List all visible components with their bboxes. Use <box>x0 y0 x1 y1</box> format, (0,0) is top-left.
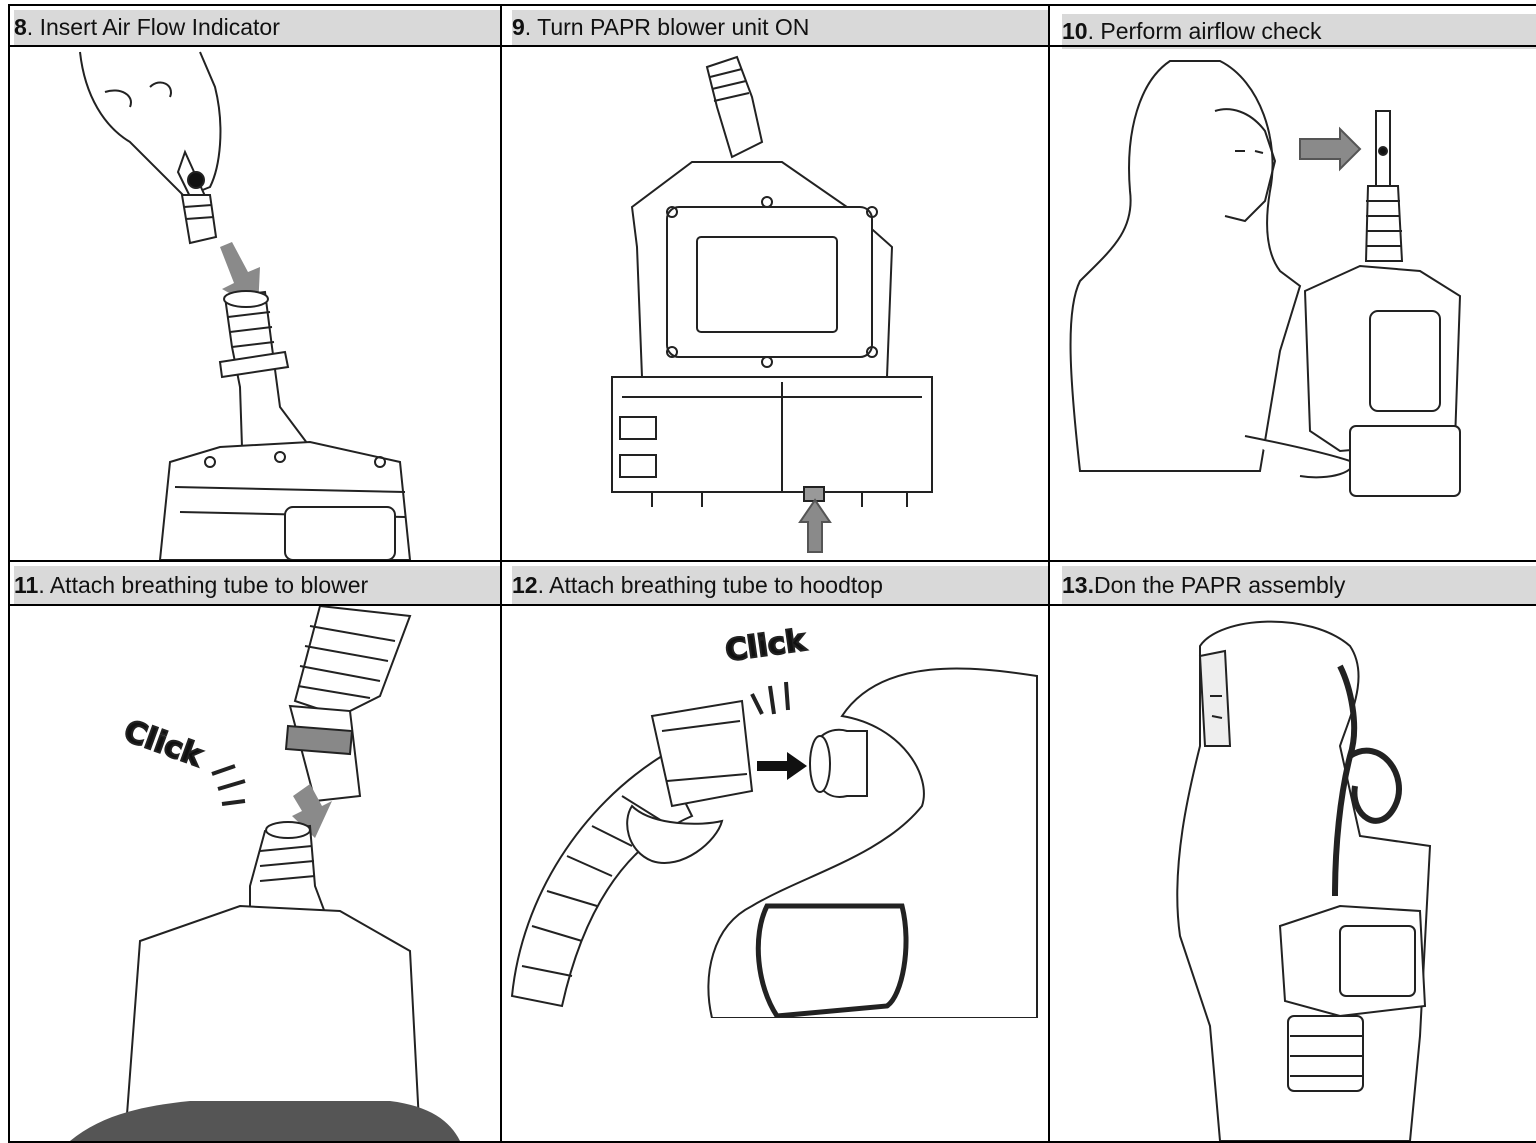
step-label: Don the PAPR assembly <box>1094 572 1345 599</box>
click-lines-icon <box>752 682 788 714</box>
step-number: 10 <box>1062 18 1088 45</box>
grid-line <box>8 560 1536 562</box>
step-13-illustration <box>1050 606 1536 1141</box>
hood-face-shield <box>758 906 906 1016</box>
step-11-header: 11. Attach breathing tube to blower <box>14 566 500 604</box>
battery-unit <box>612 377 932 492</box>
step-number: 12 <box>512 572 538 599</box>
step-8-header: 8. Insert Air Flow Indicator <box>14 10 500 45</box>
step-12-header: 12. Attach breathing tube to hoodtop <box>512 566 1048 604</box>
step-9-header: 9. Turn PAPR blower unit ON <box>512 10 1048 45</box>
step-label: . Insert Air Flow Indicator <box>27 14 280 41</box>
right-arrow-icon <box>1300 129 1360 169</box>
indicator-ball-icon <box>188 172 204 188</box>
person-illustration <box>1071 61 1300 471</box>
blower-neck <box>707 57 762 157</box>
click-label: Click <box>119 714 207 775</box>
breathing-tube <box>295 606 410 716</box>
up-arrow-icon <box>800 500 830 552</box>
step-label: . Turn PAPR blower unit ON <box>525 14 810 41</box>
step-9-illustration <box>502 47 1048 560</box>
step-label: . Attach breathing tube to blower <box>38 572 368 599</box>
step-number: 11 <box>14 572 38 599</box>
grid-line <box>8 4 1536 6</box>
step-number: 8 <box>14 14 27 41</box>
step-13-header: 13. Don the PAPR assembly <box>1062 566 1536 604</box>
battery-unit <box>1288 1016 1363 1091</box>
right-arrow-icon <box>757 752 807 780</box>
click-label: Click <box>723 623 808 669</box>
step-8-illustration <box>10 47 500 560</box>
step-label: . Perform airflow check <box>1088 18 1322 45</box>
power-button-icon <box>804 487 824 501</box>
step-10-header: 10. Perform airflow check <box>1062 14 1536 49</box>
hood-face-shield <box>1200 651 1230 746</box>
step-11-illustration: Click <box>10 606 500 1141</box>
step-10-illustration <box>1050 51 1536 560</box>
step-number: 9 <box>512 14 525 41</box>
step-number: 13. <box>1062 572 1094 599</box>
step-12-illustration: Click <box>502 606 1048 1018</box>
step-label: . Attach breathing tube to hoodtop <box>538 572 883 599</box>
click-lines-icon <box>212 766 245 804</box>
